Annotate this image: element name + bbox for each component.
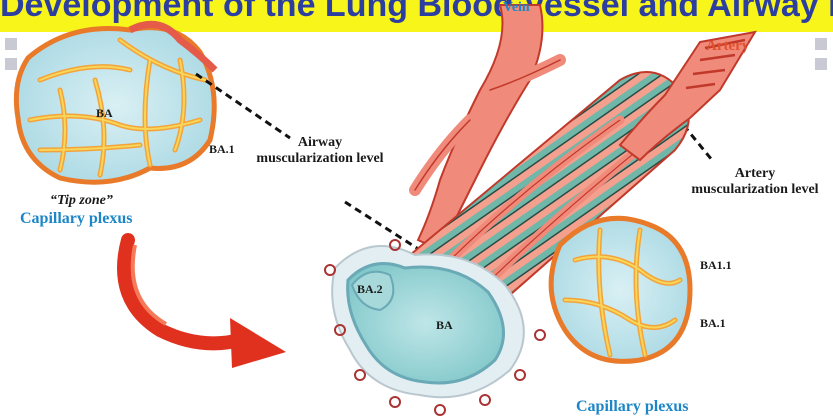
capillary-plexus-label-left: Capillary plexus — [20, 210, 132, 228]
curved-arrow-icon — [124, 240, 286, 368]
ba1-label-main: BA.1 — [700, 316, 726, 331]
airway-muscularization-label: Airway muscularization level — [250, 135, 390, 167]
artery-muscularization-label: Artery muscularization level — [680, 166, 830, 198]
ba-label-tip: BA — [96, 106, 113, 121]
artery-muscularization-line2: muscularization level — [680, 182, 830, 198]
ba2-label: BA.2 — [357, 282, 383, 297]
artery-label: Artery — [706, 38, 749, 55]
airway-muscularization-line2: muscularization level — [250, 151, 390, 167]
airway-leader-line-bottom — [345, 202, 420, 250]
artery-muscularization-line1: Artery — [680, 166, 830, 182]
capillary-plexus-label-bottom: Capillary plexus — [576, 398, 688, 416]
airway-muscularization-line1: Airway — [250, 135, 390, 151]
tip-zone-label: “Tip zone” — [50, 193, 113, 209]
ba1-label-tip: BA.1 — [209, 142, 235, 157]
distal-bud-plexus — [551, 218, 690, 361]
ba-label-main: BA — [436, 318, 453, 333]
ba11-label: BA1.1 — [700, 258, 732, 273]
tip-zone-plexus — [16, 24, 215, 182]
vein-label: Vein — [503, 0, 530, 16]
